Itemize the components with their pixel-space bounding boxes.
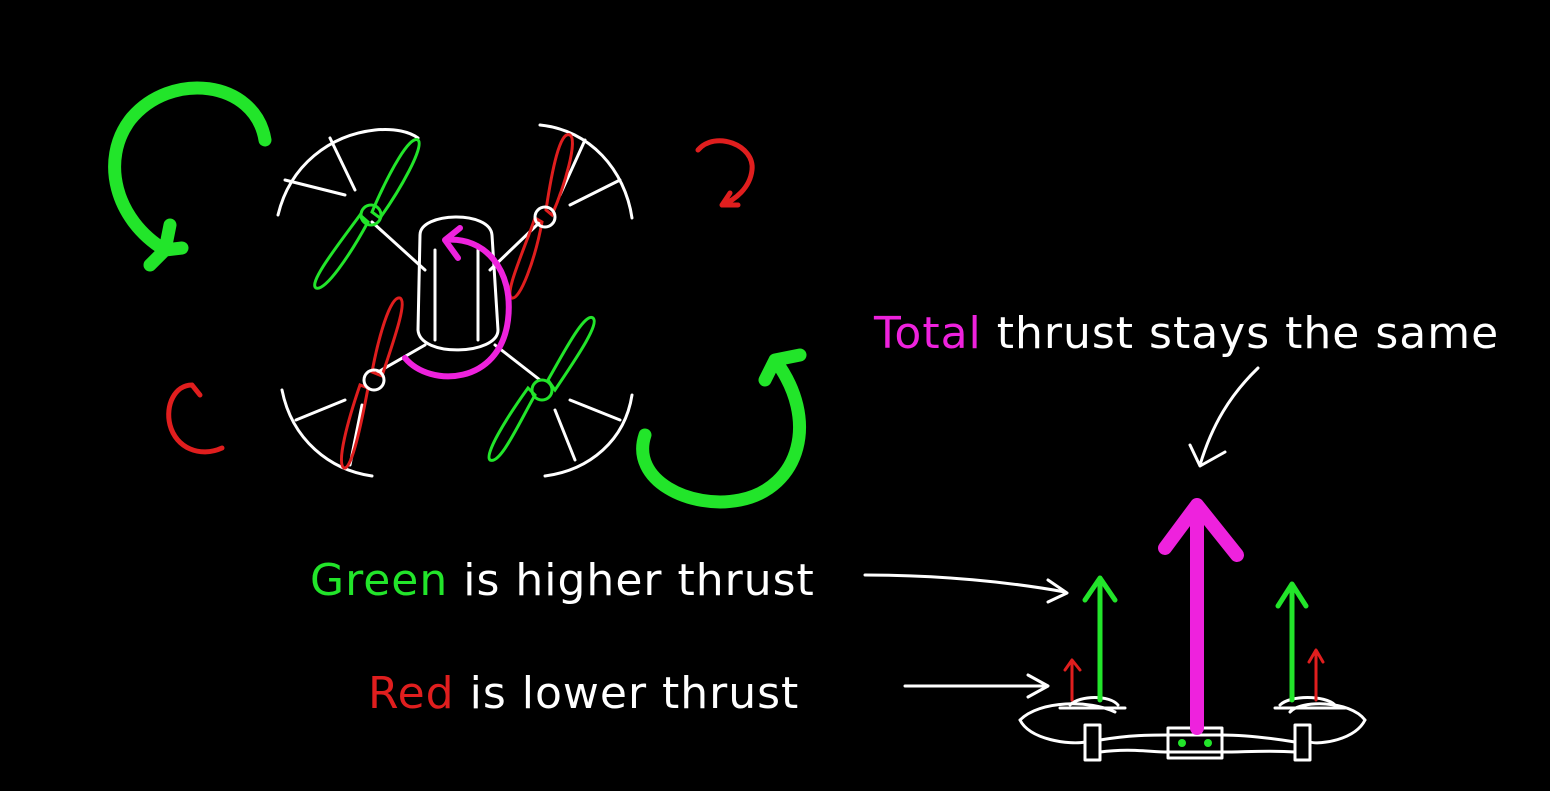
drone-top-view [276, 123, 634, 478]
green-thrust-label: Green is higher thrust [310, 555, 815, 606]
red-word: Red [368, 668, 455, 719]
green-rotation-arrow-top-left [108, 81, 272, 272]
propeller-front-left [313, 138, 421, 290]
prop-guard-bottom-left [280, 388, 374, 478]
red-thrust-text: is lower thrust [469, 668, 800, 719]
green-rotation-arrow-bottom-right [636, 348, 807, 509]
propeller-rear-left [339, 296, 404, 470]
red-rotation-arrow-top-right [695, 138, 755, 208]
red-thrust-label: Red is lower thrust [368, 668, 799, 719]
propeller-rear-right [487, 315, 596, 462]
drone-arm-front-left [370, 220, 427, 272]
propeller-front-right [508, 133, 574, 300]
green-word: Green [310, 555, 449, 606]
body-yaw-arrow [402, 225, 512, 380]
green-thrust-arrow-right [1275, 581, 1309, 703]
drone-side-view [1018, 696, 1367, 762]
prop-guard-bottom-right [543, 393, 634, 478]
drone-body [416, 215, 500, 352]
red-thrust-arrow-right [1307, 648, 1325, 702]
total-thrust-text: thrust stays the same [996, 308, 1500, 359]
green-thrust-text: is higher thrust [463, 555, 815, 606]
total-thrust-label: Total thrust stays the same [874, 308, 1499, 359]
green-thrust-arrow-left [1082, 575, 1118, 703]
drone-arm-rear-right [493, 343, 542, 382]
pointer-arrow-red [903, 673, 1050, 699]
red-thrust-arrow-left [1063, 658, 1082, 702]
total-thrust-arrow [1158, 498, 1244, 735]
pointer-arrow-total [1188, 366, 1260, 468]
motor-rear-left [362, 368, 386, 392]
pointer-arrow-green [863, 573, 1069, 604]
total-word: Total [874, 308, 982, 359]
red-rotation-arrow-bottom-left [166, 382, 225, 455]
motor-front-right [533, 205, 557, 229]
prop-guard-top-right [538, 123, 634, 220]
